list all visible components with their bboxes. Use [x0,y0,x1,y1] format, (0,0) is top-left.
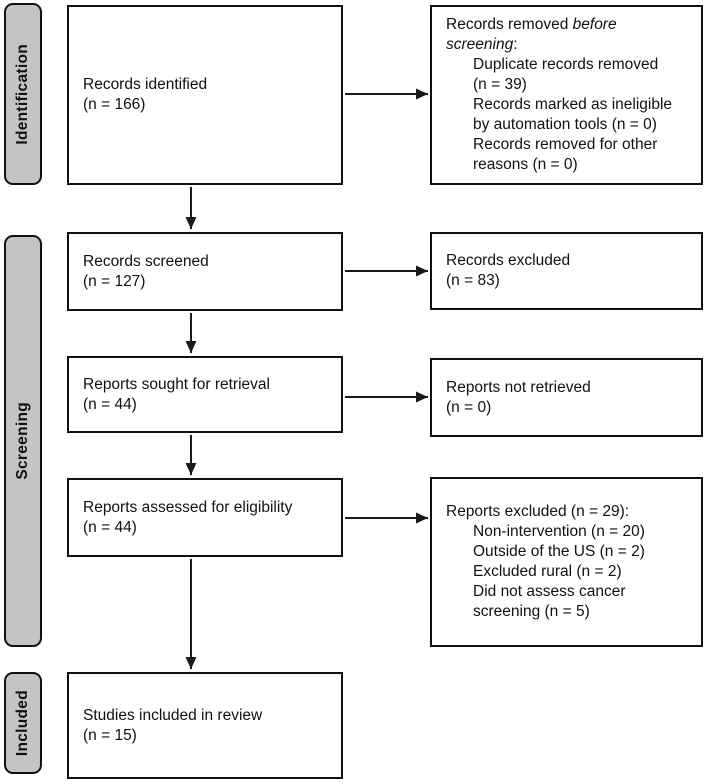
studies-included-count: (n = 15) [83,726,137,744]
records-screened-line1: Records screened [83,252,209,270]
records-removed-item-duplicates-count: (n = 39) [473,76,527,93]
records-removed-heading-suffix: : [513,36,518,53]
reports-not-retrieved-count: (n = 0) [446,398,492,416]
box-reports-excluded: Reports excluded (n = 29): Non-intervent… [430,477,703,647]
reports-excluded-item-cancer-screening: Did not assess cancer [473,583,626,600]
records-removed-item-other: Records removed for other [473,136,658,153]
stage-label-screening-text: Screening [14,402,31,480]
reports-excluded-item-non-intervention: Non-intervention (n = 20) [473,523,645,540]
records-screened-count: (n = 127) [83,272,146,290]
box-studies-included-in-review: Studies included in review (n = 15) [67,672,343,779]
stage-label-included-text: Included [14,689,31,757]
records-removed-heading-italic2: screening [446,36,514,53]
stage-label-screening: Screening [4,235,42,647]
records-excluded-count: (n = 83) [446,272,500,289]
records-identified-count: (n = 166) [83,96,146,113]
box-records-removed-before-screening: Records removed before screening: Duplic… [430,5,703,185]
box-records-excluded: Records excluded (n = 83) [430,232,703,310]
records-identified-line1: Records identified [83,76,208,93]
reports-excluded-item-outside-us: Outside of the US (n = 2) [473,543,645,560]
records-removed-heading-text: Records removed [446,16,573,33]
reports-sought-line1: Reports sought for retrieval [83,375,270,393]
reports-assessed-line1: Reports assessed for eligibility [83,498,293,516]
records-removed-heading-italic1: before [572,16,617,33]
reports-not-retrieved-line1: Reports not retrieved [446,378,591,396]
reports-sought-count: (n = 44) [83,395,137,413]
stage-label-included: Included [4,672,42,774]
records-excluded-line1: Records excluded [446,252,571,269]
box-reports-sought-for-retrieval: Reports sought for retrieval (n = 44) [67,356,343,433]
stage-label-identification-text: Identification [14,43,31,145]
records-removed-heading-line2: screening: [446,35,693,55]
records-removed-item-other-count: reasons (n = 0) [473,156,578,173]
records-removed-item-automation: Records marked as ineligible [473,96,673,113]
studies-included-line1: Studies included in review [83,706,263,724]
records-removed-item-duplicates: Duplicate records removed [473,56,659,73]
box-records-screened: Records screened (n = 127) [67,232,343,311]
box-reports-assessed-for-eligibility: Reports assessed for eligibility (n = 44… [67,478,343,557]
reports-excluded-item-cancer-screening-count: screening (n = 5) [473,603,590,620]
records-removed-item-automation-count: by automation tools (n = 0) [473,116,657,133]
box-reports-not-retrieved: Reports not retrieved (n = 0) [430,358,703,437]
reports-excluded-item-excluded-rural: Excluded rural (n = 2) [473,563,622,580]
box-records-identified: Records identified (n = 166) [67,5,343,185]
stage-label-identification: Identification [4,3,42,185]
reports-excluded-heading: Reports excluded (n = 29): [446,503,630,520]
reports-assessed-count: (n = 44) [83,518,137,536]
records-removed-heading-line1: Records removed before [446,15,693,35]
